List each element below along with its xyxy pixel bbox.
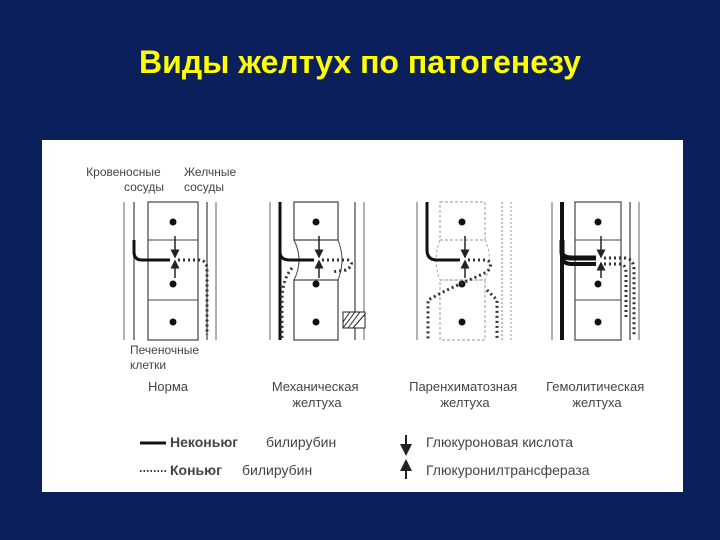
liver-cells-label: Печеночные клетки: [130, 343, 202, 372]
bile-ducts-label: Желчные сосуды: [184, 165, 239, 194]
jaundice-diagram: Кровеносные сосуды Желчные сосуды: [86, 165, 648, 479]
slide-title: Виды желтух по патогенезу: [139, 44, 581, 80]
panel-name-mechanical: Механическая желтуха: [272, 379, 362, 410]
panel-parenchymatous: [416, 201, 512, 341]
legend-conjugated: Коньюг: [170, 462, 222, 478]
panel-name-norm: Норма: [148, 379, 189, 394]
panel-hemolytic: [551, 201, 640, 341]
legend-bilirubin-2: билирубин: [242, 462, 312, 478]
blood-vessels-label: Кровеносные сосуды: [86, 165, 164, 194]
panel-name-parenchymatous: Паренхиматозная желтуха: [409, 379, 521, 410]
panel-mechanical: [269, 201, 366, 341]
legend: Неконьюг билирубин Коньюг билирубин Глюк…: [140, 434, 590, 479]
legend-transferase: Глюкуронилтрансфераза: [426, 462, 590, 478]
panel-name-hemolytic: Гемолитическая желтуха: [546, 379, 648, 410]
panel-norm: [123, 201, 217, 341]
diagram-panel: Кровеносные сосуды Желчные сосуды: [42, 140, 683, 492]
legend-glucuronic-acid: Глюкуроновая кислота: [426, 434, 573, 450]
legend-bilirubin-1: билирубин: [266, 434, 336, 450]
legend-unconjugated: Неконьюг: [170, 434, 238, 450]
